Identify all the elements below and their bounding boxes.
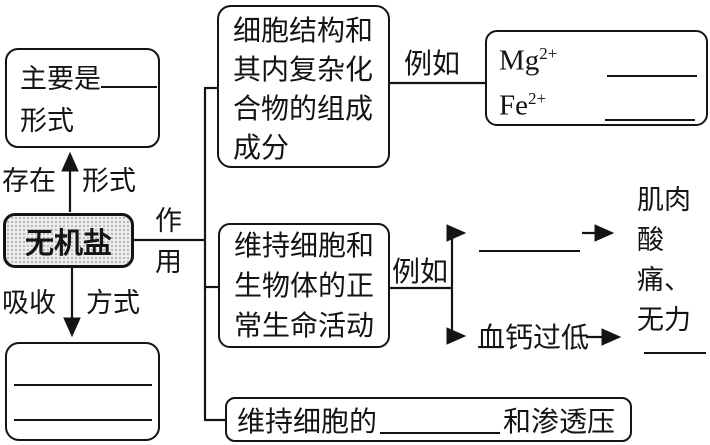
edge-label-example-composition: 例如: [404, 49, 461, 80]
blank-deficiency-cause: [479, 250, 580, 252]
box-osmotic: 维持细胞的 和渗透压: [225, 397, 632, 442]
osmotic-suffix: 和渗透压: [503, 406, 616, 438]
box-composition-text: 细胞结构和 其内复杂化 合物的组成 成分: [233, 16, 374, 164]
edge-label-role-top: 作: [155, 206, 182, 236]
box-composition: 细胞结构和 其内复杂化 合物的组成 成分: [217, 5, 390, 168]
edge-label-role-bottom: 用: [155, 247, 182, 277]
node-inorganic-salt: 无机盐: [3, 213, 134, 268]
ion-fe-symbol: Fe: [499, 89, 528, 122]
ion-mg: Mg2+: [499, 38, 557, 77]
main-form-prefix: 主要是: [20, 64, 101, 94]
box-main-form-text: 主要是 形式: [7, 50, 158, 142]
blank-absorption-line-1: [14, 384, 152, 386]
ion-fe-charge: 2+: [528, 89, 547, 108]
blank-main-form: [101, 60, 157, 88]
text-muscle-symptoms: 肌肉 酸痛、 无力: [637, 185, 691, 335]
edge-label-existence-form: 形式: [82, 166, 136, 196]
edge-label-absorption: 吸收: [2, 288, 56, 318]
box-life-activity: 维持细胞和 生物体的正 常生命活动: [218, 223, 390, 348]
text-low-blood-calcium: 血钙过低: [477, 323, 590, 354]
box-main-form: 主要是 形式: [5, 48, 160, 148]
ion-fe: Fe2+: [499, 83, 546, 122]
osmotic-prefix: 维持细胞的: [237, 406, 378, 438]
edge-label-example-life: 例如: [392, 257, 449, 288]
edge-label-existence: 存在: [2, 166, 56, 196]
box-absorption-methods: [5, 342, 160, 441]
blank-calcium-result: [644, 352, 706, 354]
edge-label-absorption-mode: 方式: [86, 288, 140, 318]
node-inorganic-salt-label: 无机盐: [24, 227, 112, 260]
ion-mg-charge: 2+: [539, 44, 558, 63]
main-form-suffix: 形式: [20, 106, 74, 136]
blank-mg-result: [607, 75, 697, 77]
blank-osmotic: [380, 417, 501, 434]
blank-absorption-line-2: [14, 419, 152, 421]
box-ions: [485, 30, 708, 126]
blank-fe-result: [605, 119, 695, 121]
ion-mg-symbol: Mg: [499, 44, 540, 77]
box-life-activity-text: 维持细胞和 生物体的正 常生命活动: [234, 231, 375, 342]
